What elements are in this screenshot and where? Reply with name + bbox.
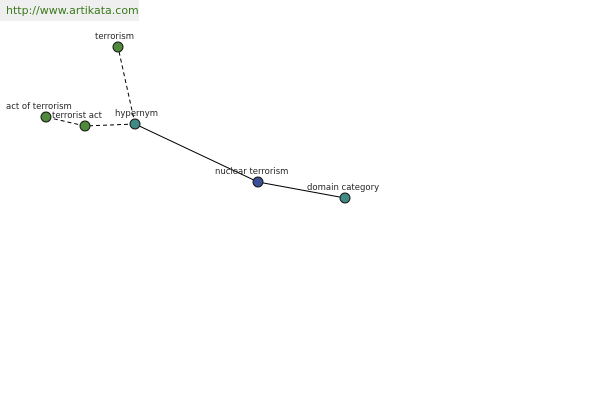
node-nuclear-terrorism-label: nuclear terrorism — [215, 167, 288, 177]
node-terrorism-circle[interactable] — [112, 41, 124, 53]
edge-hypernym-terrorism — [117, 46, 136, 125]
node-act-of-terrorism[interactable]: act of terrorism — [6, 102, 72, 123]
node-hypernym-label: hypernym — [115, 109, 158, 119]
node-terrorist-act-circle[interactable] — [79, 120, 91, 132]
node-domain-category[interactable]: domain category — [307, 183, 379, 204]
node-domain-category-circle[interactable] — [339, 192, 351, 204]
node-nuclear-terrorism[interactable]: nuclear terrorism — [215, 167, 288, 188]
node-act-of-terrorism-label: act of terrorism — [6, 102, 72, 112]
site-url-link[interactable]: http://www.artikata.com — [6, 4, 139, 17]
node-nuclear-terrorism-circle[interactable] — [252, 176, 264, 188]
url-banner: http://www.artikata.com — [0, 0, 139, 21]
node-terrorist-act-label: terrorist act — [52, 111, 103, 121]
node-terrorism[interactable]: terrorism — [95, 32, 134, 53]
edge-hypernym-terrorist-act — [84, 123, 136, 127]
node-terrorism-label: terrorism — [95, 32, 134, 42]
node-hypernym[interactable]: hypernym — [115, 109, 158, 130]
edge-nuclear-terrorism-domain-category — [257, 181, 346, 199]
edge-hypernym-nuclear-terrorism — [134, 123, 259, 183]
node-act-of-terrorism-circle[interactable] — [40, 111, 52, 123]
node-hypernym-circle[interactable] — [129, 118, 141, 130]
node-terrorist-act[interactable]: terrorist act — [52, 111, 103, 132]
node-domain-category-label: domain category — [307, 183, 379, 193]
